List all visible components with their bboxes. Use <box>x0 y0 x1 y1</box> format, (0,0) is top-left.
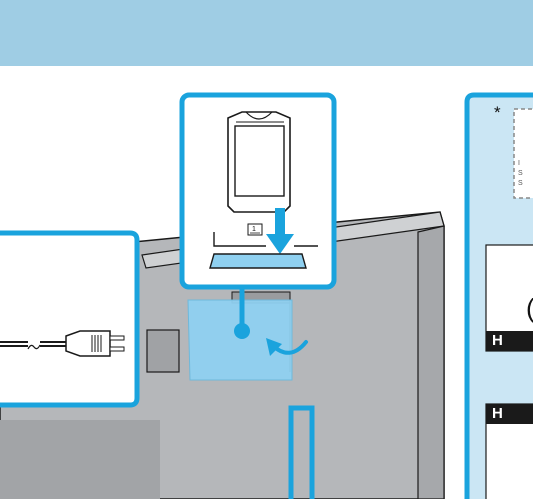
power-plug-icon <box>65 330 125 357</box>
callout-anchor-dot <box>234 323 250 339</box>
power-cable-callout <box>0 230 140 408</box>
port-number-fragment: ( <box>526 295 533 321</box>
ci-module-card-icon <box>227 111 291 213</box>
slot-number-label: 1 <box>252 226 256 233</box>
cam-insert-callout: 1 <box>179 92 337 290</box>
curved-arrow-icon <box>266 338 308 356</box>
note-text-fragment-1: I <box>518 160 520 167</box>
hdmi-label-2: H <box>486 404 533 424</box>
hdmi-callout-panel <box>464 92 533 499</box>
note-text-fragment-3: S <box>518 180 523 187</box>
cam-slot-cover <box>187 299 293 381</box>
header-band <box>0 0 533 66</box>
hdmi-label-1: H <box>486 331 533 351</box>
hdmi-leader-line <box>288 405 315 499</box>
note-box <box>513 108 533 199</box>
note-text-fragment-2: S <box>518 170 523 177</box>
footnote-asterisk: * <box>494 103 501 122</box>
arrow-down-icon <box>266 208 294 254</box>
